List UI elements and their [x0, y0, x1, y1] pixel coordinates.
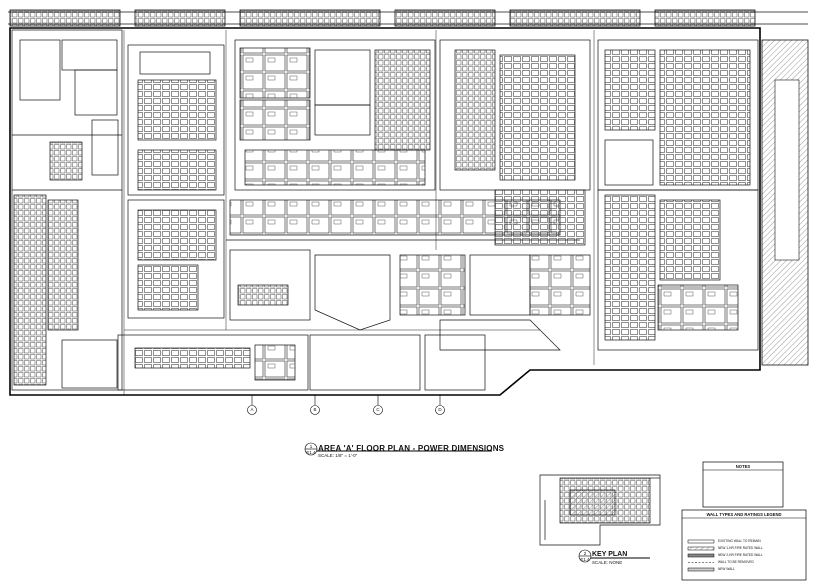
far-east-open-office	[597, 39, 759, 351]
grid-bubble-b	[310, 405, 320, 415]
grid-bubble-b-label: B	[313, 407, 317, 412]
notes-box	[702, 461, 784, 508]
legend-row: EXISTING WALL TO REMAIN	[718, 539, 761, 543]
legend-row: NEW WALL	[718, 567, 735, 571]
key-plan-sheet-number: E1.4	[580, 557, 590, 562]
key-plan-marker	[578, 549, 650, 563]
key-plan-title: KEY PLAN	[592, 551, 628, 558]
grid-bubble-c	[373, 405, 383, 415]
legend-row: WALL TO BE REMOVED	[718, 560, 754, 564]
south-training-room	[117, 334, 486, 391]
plan-title-marker	[304, 442, 492, 456]
grid-bubble-d-label: D	[438, 407, 442, 412]
column-grid-bubbles	[247, 395, 445, 415]
top-adjacent-wall	[8, 9, 808, 27]
west-open-office	[127, 44, 225, 319]
key-plan-diagram	[539, 474, 661, 546]
lower-central-rooms	[229, 249, 591, 351]
central-offices-upper	[234, 39, 436, 191]
key-plan-ref-number: 2	[583, 551, 587, 556]
grid-bubble-a	[247, 405, 257, 415]
corridors	[123, 30, 595, 395]
legend-swatches	[687, 539, 715, 572]
adjacent-building-core	[774, 79, 800, 261]
plan-scale: SCALE: 1/8" = 1'-0"	[318, 453, 358, 458]
plan-sheet-number: E1.4	[306, 450, 316, 455]
legend-row: NEW 1-HR FIRE RATED WALL	[718, 546, 763, 550]
grid-bubble-d	[435, 405, 445, 415]
notes-heading: NOTES	[735, 464, 751, 469]
building-outline	[9, 27, 761, 396]
key-plan-scale: SCALE: NONE	[592, 560, 623, 565]
plan-ref-number: 1	[309, 444, 313, 449]
legend-box	[681, 509, 807, 581]
legend-row: NEW 2-HR FIRE RATED WALL	[718, 553, 763, 557]
legend-heading: WALL TYPES AND RATINGS LEGEND	[706, 512, 782, 517]
grid-bubble-a-label: A	[250, 407, 254, 412]
east-open-office	[439, 39, 591, 246]
plan-title: AREA 'A' FLOOR PLAN - POWER DIMENSIONS	[318, 444, 505, 453]
left-wing	[11, 29, 123, 391]
grid-bubble-c-label: C	[376, 407, 380, 412]
